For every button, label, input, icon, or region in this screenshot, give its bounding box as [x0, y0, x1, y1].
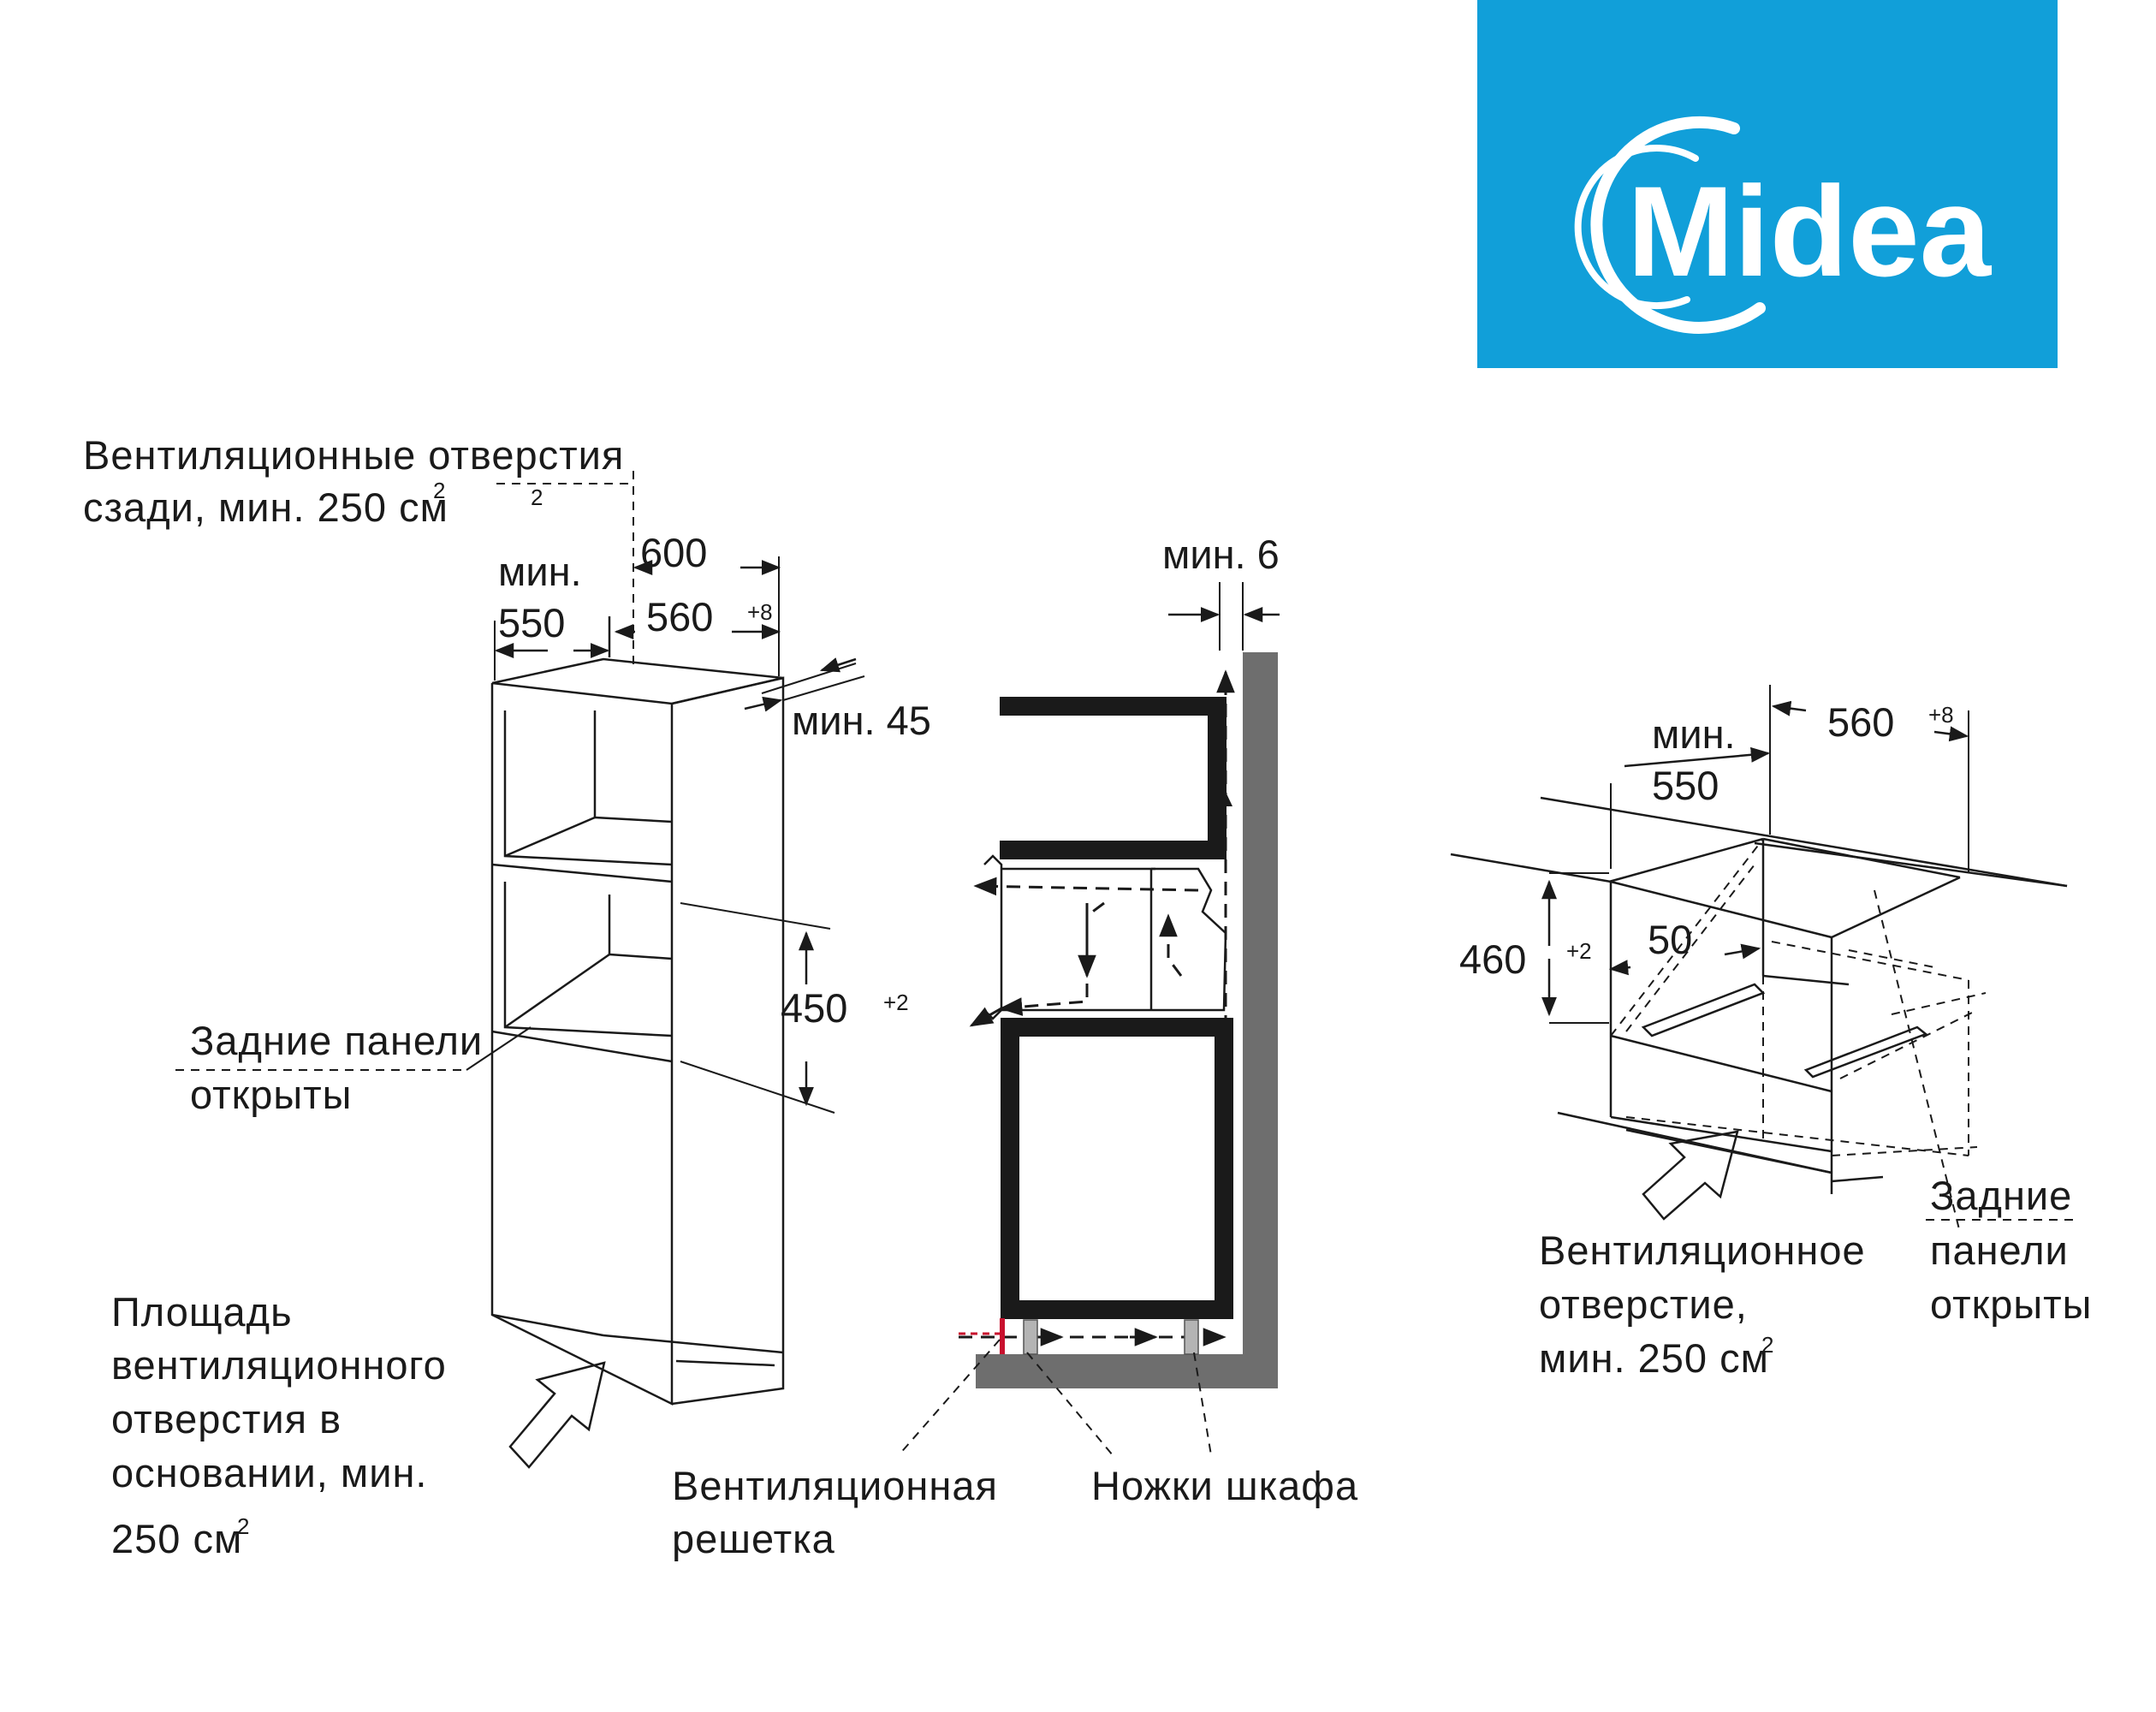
rear-vent-label-line-2: сзади, мин. 250 см	[83, 484, 448, 530]
undercounter-drawing	[1450, 685, 2080, 1233]
uc-vent-label-line-3: мин. 250 см	[1539, 1335, 1769, 1381]
base-vent-label-line-3: отверстия в	[111, 1396, 342, 1442]
uc-height-tolerance: +2	[1566, 938, 1592, 964]
cabinet-foot-right	[1184, 1319, 1199, 1355]
wall-gap-value: мин. 6	[1162, 532, 1280, 577]
tall-cabinet-drawing	[175, 471, 865, 1469]
feet-label: Ножки шкафа	[1091, 1463, 1359, 1508]
base-vent-label-line-2: вентиляционного	[111, 1342, 447, 1388]
uc-vent-sup: 2	[1761, 1332, 1774, 1358]
uc-width-min-value: 550	[1652, 763, 1719, 808]
rear-panels-label-line-2: открыты	[190, 1072, 353, 1117]
width-min-value: 550	[498, 600, 566, 645]
top-gap-value: мин. 45	[792, 698, 931, 743]
base-vent-sup: 2	[237, 1513, 250, 1539]
rear-vent-sup-b: 2	[531, 484, 543, 510]
brand-name: Midea	[1627, 159, 1993, 303]
uc-rear-panels-line-3: открыты	[1930, 1281, 2093, 1327]
uc-width-min-label: мин.	[1652, 711, 1736, 757]
uc-gap-value: 50	[1648, 917, 1693, 962]
base-vent-label-line-4: основании, мин.	[111, 1450, 428, 1495]
uc-height-value: 460	[1459, 936, 1527, 982]
uc-vent-label-line-2: отверстие,	[1539, 1281, 1748, 1327]
rear-vent-label-line-1: Вентиляционные отверстия	[83, 432, 625, 478]
section-view-drawing	[898, 582, 1280, 1456]
base-vent-value: 250 см	[111, 1516, 243, 1561]
base-vent-label-line-1: Площадь	[111, 1289, 293, 1335]
niche-height-tolerance: +2	[883, 990, 909, 1015]
depth-inner-tolerance: +8	[747, 599, 773, 625]
uc-vent-label-line-1: Вентиляционное	[1539, 1228, 1866, 1273]
uc-depth-value: 560	[1827, 699, 1895, 745]
uc-depth-tolerance: +8	[1928, 702, 1954, 728]
cabinet-foot-left	[1023, 1319, 1038, 1355]
rear-panels-label-line-1: Задние панели	[190, 1018, 484, 1063]
niche-height-value: 450	[781, 985, 848, 1031]
width-min-label: мин.	[498, 549, 582, 594]
rear-vent-sup-a: 2	[433, 478, 446, 503]
uc-rear-panels-line-1: Задние	[1930, 1173, 2073, 1218]
grille-label-line-2: решетка	[672, 1516, 835, 1561]
depth-outer-value: 600	[640, 530, 708, 575]
brand-logo: Midea	[1477, 0, 2058, 368]
uc-rear-panels-line-2: панели	[1930, 1228, 2069, 1273]
vent-grille-mark	[1000, 1318, 1005, 1354]
midea-logo-mark: Midea	[1574, 116, 1993, 334]
depth-inner-value: 560	[646, 594, 714, 639]
grille-label-line-1: Вентиляционная	[672, 1463, 998, 1508]
